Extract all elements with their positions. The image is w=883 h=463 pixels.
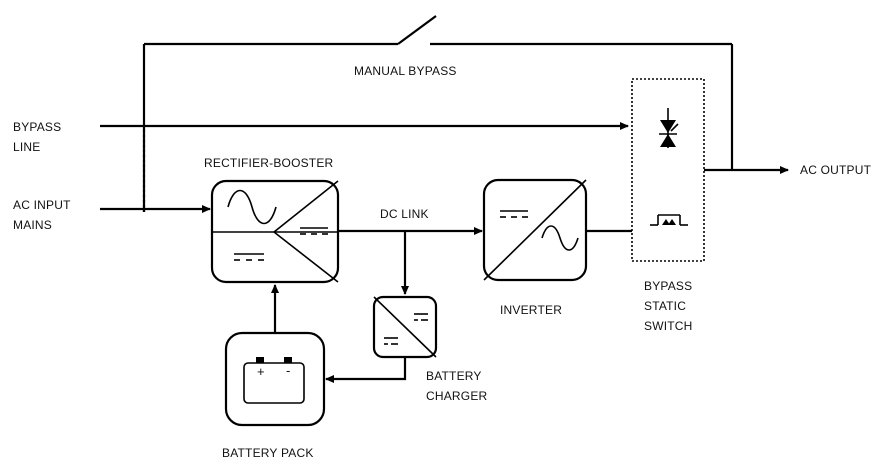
battery-icon [243, 362, 305, 404]
inverter-block [482, 178, 588, 282]
dc-symbol-icon [300, 227, 328, 235]
battery-charger-label-line1: BATTERY [426, 369, 482, 383]
manual-bypass-switch-contact [397, 15, 437, 45]
battery-plus-sign: + [257, 364, 265, 379]
static-contact-icon [650, 214, 688, 226]
battery-pack-label: BATTERY PACK [222, 446, 314, 460]
dc-link-label: DC LINK [380, 207, 429, 221]
bypass-static-switch-label-line1: BYPASS [644, 279, 693, 293]
charger-to-battery-wire [325, 357, 407, 383]
rectifier-booster-block [210, 179, 340, 284]
bypass-line-label-line1: BYPASS [13, 120, 62, 134]
manual-bypass-label: MANUAL BYPASS [354, 64, 457, 78]
battery-charger-block [372, 295, 438, 359]
thyristor-icon [659, 108, 679, 148]
bypass-line-label-line2: LINE [13, 140, 41, 154]
inverter-dc-icon [500, 210, 528, 218]
ac-input-label-line1: AC INPUT [13, 198, 71, 212]
bypass-static-switch-label-line3: SWITCH [644, 319, 693, 333]
bypass-line-label: BYPASS LINE [13, 117, 61, 157]
battery-charger-label: BATTERY CHARGER [426, 366, 487, 406]
inverter-sine-icon [541, 225, 579, 251]
ac-input-label-line2: MAINS [13, 218, 53, 232]
charger-dc-in-icon [414, 313, 428, 321]
battery-pack-block [224, 331, 326, 427]
battery-minus-sign: - [286, 363, 291, 378]
bypass-static-switch-label: BYPASS STATIC SWITCH [644, 276, 693, 336]
battery-charger-label-line2: CHARGER [426, 389, 488, 403]
bypass-static-switch-block [631, 78, 705, 262]
ac-input-label: AC INPUT MAINS [13, 195, 71, 235]
rectifier-booster-label: RECTIFIER-BOOSTER [204, 156, 334, 170]
charger-dc-out-icon [384, 337, 398, 345]
ac-output-label: AC OUTPUT [800, 163, 872, 177]
dc-output-symbol-icon [234, 253, 264, 261]
manual-bypass-line [142, 15, 734, 212]
ac-sine-icon [227, 189, 277, 225]
inverter-label: INVERTER [500, 303, 563, 317]
bypass-static-switch-label-line2: STATIC [644, 299, 687, 313]
